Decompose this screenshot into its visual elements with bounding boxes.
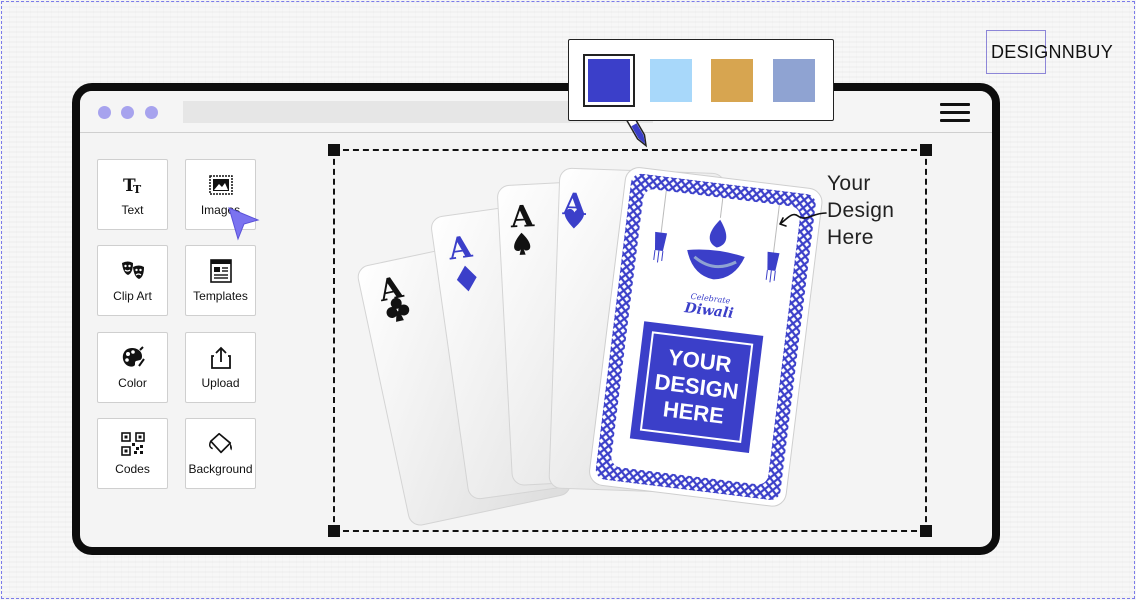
brand-logo: DESIGNNBUY [986, 30, 1113, 74]
color-swatch-4[interactable] [773, 59, 815, 102]
callout-arrow [779, 212, 827, 227]
hamburger-menu-icon[interactable] [940, 103, 970, 123]
tool-background-button[interactable]: Background [185, 418, 256, 489]
clipart-icon [120, 258, 146, 284]
qr-code-icon [120, 431, 146, 457]
diamond-suit-icon [456, 265, 477, 292]
club-suit-icon [386, 297, 410, 322]
window-dot-3 [145, 106, 158, 119]
svg-text:A: A [509, 199, 536, 235]
palette-icon [120, 345, 146, 371]
color-swatch-1[interactable] [583, 54, 635, 107]
lantern-icon [653, 231, 668, 263]
color-swatch-2[interactable] [650, 59, 692, 102]
tool-label: Upload [201, 376, 240, 390]
tool-label: Background [188, 462, 253, 476]
window-dot-2 [121, 106, 134, 119]
resize-handle-bottom-left[interactable] [328, 525, 340, 537]
window-dot-1 [98, 106, 111, 119]
callout-line: Here [827, 226, 874, 249]
tool-label: Text [121, 203, 144, 217]
tool-label: Color [118, 376, 147, 390]
tool-clipart-button[interactable]: Clip Art [97, 245, 168, 316]
spade-suit-icon [514, 232, 531, 255]
color-palette-popup [568, 39, 834, 121]
resize-handle-top-left[interactable] [328, 144, 340, 156]
design-canvas-selection[interactable] [328, 144, 932, 537]
tool-upload-button[interactable]: Upload [185, 332, 256, 403]
browser-topbar [80, 91, 992, 133]
image-icon [208, 172, 234, 198]
svg-text:T: T [133, 183, 142, 196]
design-placeholder [629, 321, 764, 453]
svg-text:Diwali: Diwali [683, 300, 735, 322]
address-bar[interactable] [183, 101, 653, 123]
color-swatch-3[interactable] [711, 59, 753, 102]
brand-name: DESIGNNBUY [991, 41, 1114, 62]
tool-label: Templates [193, 289, 248, 303]
tool-color-button[interactable]: Color [97, 332, 168, 403]
mouse-cursor-icon [228, 207, 260, 241]
paint-bucket-icon [208, 431, 234, 457]
heart-suit-icon [564, 208, 584, 229]
callout-line: Design [827, 199, 895, 222]
tool-label: Codes [115, 462, 150, 476]
diya-lamp-icon [687, 219, 745, 280]
card-front-design: Celebrate Diwali YOUR DESIGN HERE [589, 167, 823, 507]
svg-text:T: T [123, 176, 136, 196]
resize-handle-top-right[interactable] [920, 144, 932, 156]
tool-label: Clip Art [113, 289, 152, 303]
tool-templates-button[interactable]: Templates [185, 245, 256, 316]
tool-codes-button[interactable]: Codes [97, 418, 168, 489]
upload-icon [208, 345, 234, 371]
lantern-icon [765, 251, 780, 283]
your-design-here-callout: Your Design Here [827, 170, 894, 251]
resize-handle-bottom-right[interactable] [920, 525, 932, 537]
svg-text:A: A [445, 230, 475, 268]
brand-logo-box [986, 30, 1046, 74]
templates-icon [208, 258, 234, 284]
callout-line: Your [827, 172, 871, 195]
